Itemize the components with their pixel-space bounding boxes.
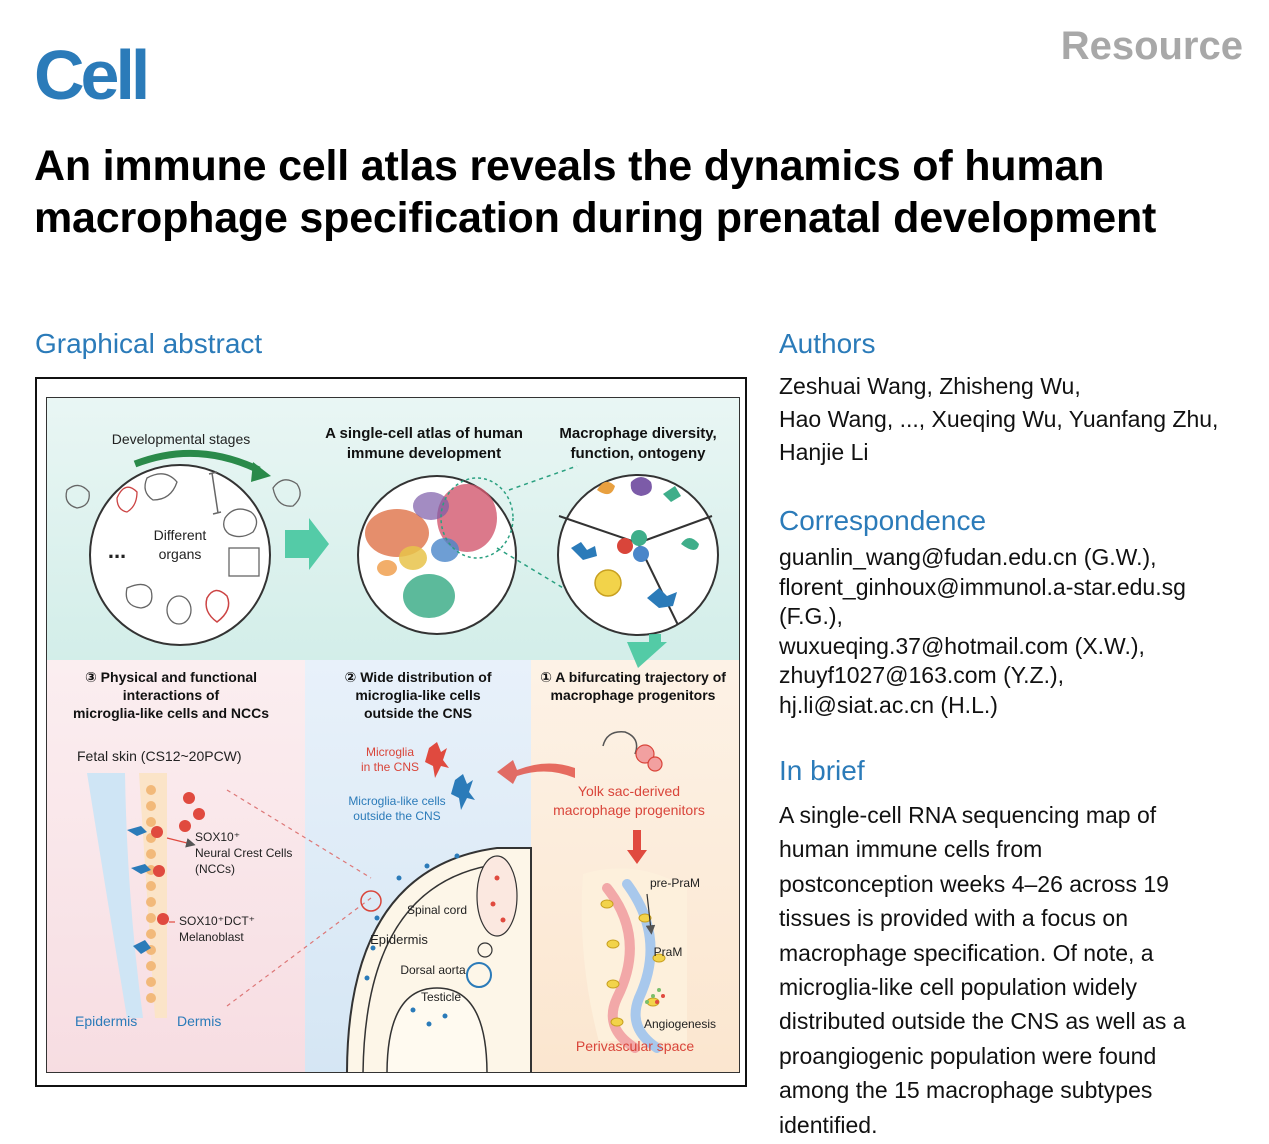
label-microglia-1: Microglia (366, 745, 414, 759)
in-brief-line: tissues is provided with a focus on (779, 905, 1129, 932)
label-dev-stages: Developmental stages (112, 431, 251, 447)
yolk-sac-icon (602, 731, 638, 755)
correspondence-heading: Correspondence (779, 505, 987, 536)
author-line: Zeshuai Wang, Zhisheng Wu, (779, 373, 1081, 399)
label-p2-1: ② Wide distribution of (344, 669, 491, 685)
in-brief-line: macrophage specification. Of note, a (779, 939, 1154, 966)
in-brief-line: postconception weeks 4–26 across 19 (779, 870, 1169, 897)
label-p3-1: ③ Physical and functional (85, 669, 257, 685)
label-spinal: Spinal cord (407, 903, 467, 917)
label-ncc-1: Neural Crest Cells (195, 846, 292, 860)
correspondence-line[interactable]: hj.li@siat.ac.cn (H.L.) (779, 691, 998, 718)
skin-block-icon (228, 547, 260, 577)
label-yolk-1: Yolk sac-derived (578, 783, 680, 799)
graphical-abstract-figure: Developmental stages Different organs ..… (46, 397, 740, 1073)
label-atlas-2: immune development (347, 445, 501, 462)
microglia-like-icon (451, 774, 475, 810)
label-p3-3: microglia-like cells and NCCs (73, 705, 269, 721)
embryo-early-icon (65, 484, 90, 509)
label-dorsal: Dorsal aorta (400, 963, 466, 977)
correspondence-line[interactable]: guanlin_wang@fudan.edu.cn (G.W.), (779, 544, 1157, 570)
bone-icon (208, 471, 222, 515)
flow-arrow (285, 518, 329, 570)
graphical-abstract-svg: Developmental stages Different organs ..… (47, 398, 739, 1072)
in-brief-heading: In brief (779, 755, 865, 786)
correspondence-list: guanlin_wang@fudan.edu.cn (G.W.), floren… (779, 543, 1259, 720)
author-line: Hao Wang, ..., Xueqing Wu, Yuanfang Zhu, (779, 406, 1219, 432)
label-angio: Angiogenesis (644, 1017, 716, 1031)
label-mlc-1: Microglia-like cells (348, 794, 445, 808)
in-brief-line: human immune cells from (779, 836, 1043, 863)
label-yolk-2: macrophage progenitors (553, 802, 705, 818)
label-fetal-skin: Fetal skin (CS12~20PCW) (77, 748, 242, 764)
in-brief-line: identified. (779, 1111, 878, 1138)
article-title: An immune cell atlas reveals the dynamic… (34, 142, 1157, 242)
in-brief-line: A single-cell RNA sequencing map of (779, 802, 1157, 828)
label-dermis: Dermis (177, 1013, 221, 1029)
authors-heading: Authors (779, 328, 876, 359)
dev-stage-arrow (133, 449, 261, 474)
correspondence-line[interactable]: zhuyf1027@163.com (Y.Z.), (779, 662, 1065, 688)
authors-list: Zeshuai Wang, Zhisheng Wu, Hao Wang, ...… (779, 370, 1259, 469)
organ-icon (116, 486, 138, 513)
label-mlc-2: outside the CNS (353, 809, 440, 823)
label-ellipsis: ... (108, 538, 126, 563)
graphical-abstract-heading: Graphical abstract (35, 328, 263, 359)
intestine-icon (125, 583, 153, 609)
in-brief-line: microglia-like cell population widely (779, 974, 1137, 1001)
author-line: Hanjie Li (779, 439, 869, 465)
label-atlas-1: A single-cell atlas of human (325, 425, 523, 442)
in-brief-line: among the 15 macrophage subtypes (779, 1077, 1153, 1104)
heart-icon (205, 589, 230, 623)
label-pram: PraM (654, 945, 683, 959)
organ-oval-icon (166, 595, 192, 625)
down-red-arrow (627, 830, 647, 864)
liver-icon (144, 473, 178, 501)
article-type: Resource (1060, 24, 1243, 68)
in-brief-line: distributed outside the CNS as well as a (779, 1008, 1186, 1035)
label-p2-2: microglia-like cells (355, 687, 480, 703)
down-arrow (627, 634, 667, 668)
brain-icon (223, 508, 258, 538)
label-epidermis-left: Epidermis (75, 1013, 137, 1029)
label-p1-1: ① A bifurcating trajectory of (540, 669, 726, 685)
label-sox10: SOX10⁺ (195, 830, 240, 844)
left-arrow (497, 760, 575, 784)
label-diversity-1: Macrophage diversity, (559, 425, 716, 442)
label-melanoblast: Melanoblast (179, 930, 244, 944)
organs-circle (89, 464, 271, 646)
in-brief-line: proangiogenic population were found (779, 1042, 1157, 1069)
epidermis-layer (87, 773, 143, 1018)
label-organs: organs (159, 546, 202, 562)
label-diversity-2: function, ontogeny (571, 445, 707, 462)
label-testicle: Testicle (421, 990, 461, 1004)
label-sox10dct: SOX10⁺DCT⁺ (179, 914, 255, 928)
correspondence-line[interactable]: wuxueqing.37@hotmail.com (X.W.), (779, 632, 1145, 659)
label-ncc-2: (NCCs) (195, 862, 235, 876)
in-brief-text: A single-cell RNA sequencing map of huma… (779, 798, 1259, 1142)
label-p1-2: macrophage progenitors (551, 687, 716, 703)
label-prepram: pre-PraM (650, 876, 700, 890)
journal-logo: Cell (34, 36, 150, 114)
label-different: Different (154, 527, 207, 543)
fetus-icon (272, 479, 301, 507)
label-epidermis-mid: Epidermis (370, 932, 428, 947)
microglia-icon (425, 742, 449, 778)
label-p2-3: outside the CNS (364, 705, 472, 721)
label-microglia-2: in the CNS (361, 760, 419, 774)
graphical-abstract-frame (35, 377, 747, 1087)
label-p3-2: interactions of (123, 687, 220, 703)
label-perivascular: Perivascular space (576, 1038, 694, 1054)
correspondence-line: (F.G.), (779, 603, 843, 629)
correspondence-line[interactable]: florent_ginhoux@immunol.a-star.edu.sg (779, 573, 1186, 600)
